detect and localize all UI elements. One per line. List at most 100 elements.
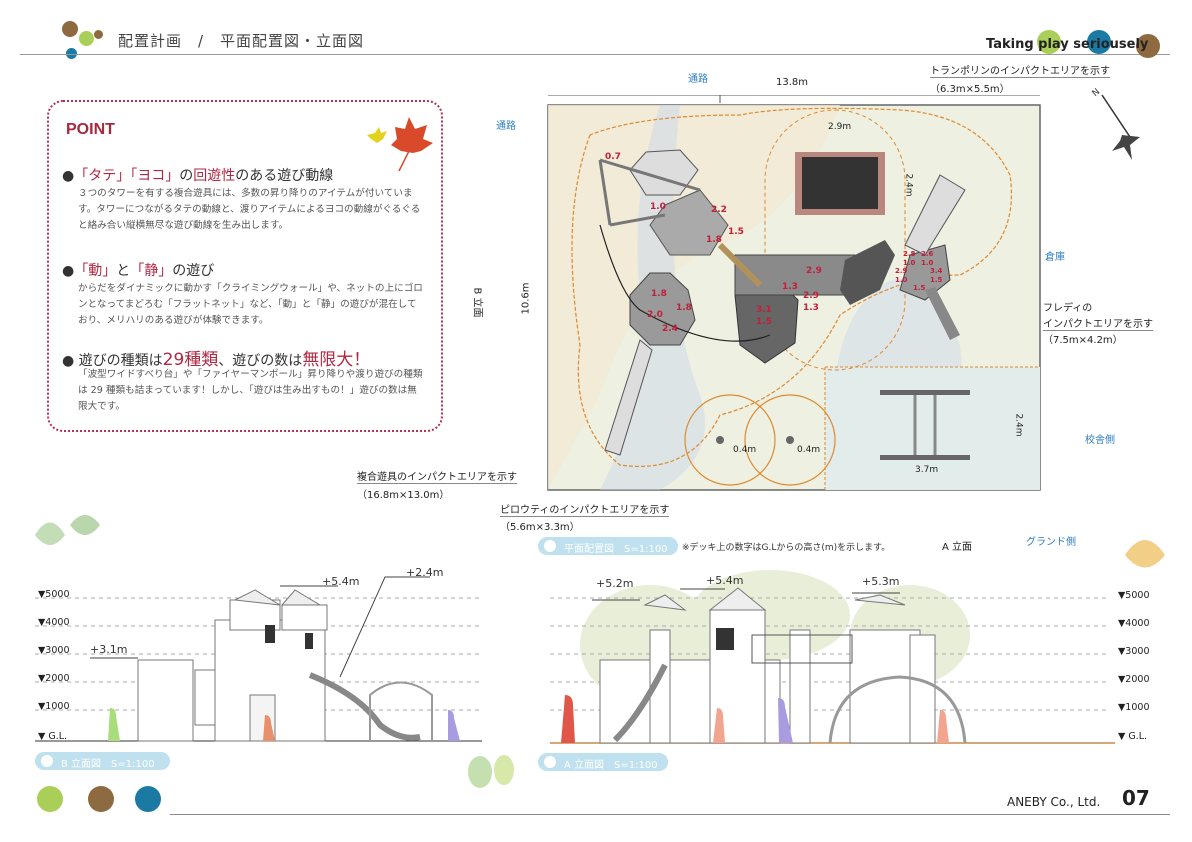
site-plan-drawing	[547, 95, 1041, 491]
level-5000: ▼5000	[1118, 590, 1150, 601]
level-1000: ▼1000	[1118, 702, 1150, 713]
point-heading-1: ●「タテ」「ヨコ」の回遊性のある遊び動線	[62, 168, 334, 184]
pirouetty-dim-1: 0.4m	[733, 445, 757, 455]
level-gl: ▼ G.L.	[1118, 731, 1148, 742]
level-3000: ▼3000	[38, 645, 70, 656]
heading-part: 29種類	[162, 350, 219, 370]
level-3000: ▼3000	[1118, 646, 1150, 657]
maple-leaf-icon	[367, 117, 433, 172]
deck-height: 1.0	[921, 259, 934, 267]
deck-height: 2.9	[806, 266, 822, 276]
point-title: POINT	[66, 121, 115, 138]
width-dimension: 13.8m	[776, 77, 809, 88]
freddy-size: （7.5m×4.2m）	[1043, 335, 1123, 346]
pirouetty-size: （5.6m×3.3m）	[500, 522, 580, 533]
level-5000: ▼5000	[38, 589, 70, 600]
heading-part: の	[179, 168, 194, 184]
deck-height: 1.8	[651, 289, 667, 299]
school-side-label: 校舎側	[1085, 435, 1115, 446]
heading-part: 「タテ」「ヨコ」	[74, 168, 180, 184]
deck-height: 0.7	[605, 152, 621, 162]
deck-height: 2.0	[647, 310, 663, 320]
a-elevation-marker: A 立面	[942, 542, 973, 553]
deck-height: 1.8	[676, 303, 692, 313]
height-label: +5.4m	[706, 574, 744, 587]
road-top-label: 通路	[688, 74, 708, 85]
tagline-dot-green	[1037, 30, 1061, 54]
level-4000: ▼4000	[38, 617, 70, 628]
trampoline-width-dim: 2.9m	[828, 122, 852, 132]
pirouetty-dim-2: 0.4m	[797, 445, 821, 455]
level-4000: ▼4000	[1118, 618, 1150, 629]
freddy-note-2: インパクトエリアを示す	[1043, 315, 1153, 331]
freddy-note-1: フレディの	[1043, 303, 1093, 314]
logo-dot-green	[79, 31, 94, 46]
trampoline-size: （6.3m×5.5m）	[930, 84, 1010, 95]
header-divider	[20, 54, 1170, 55]
plan-note: ※デッキ上の数字はG.Lからの高さ(m)を示します。	[682, 543, 891, 553]
company-name: ANEBY Co., Ltd.	[1007, 795, 1101, 809]
tagline: Taking play seriousely	[986, 37, 1149, 52]
heading-part: 遊びの種類は	[78, 353, 163, 369]
compass-icon	[1101, 94, 1140, 160]
leaf-icon	[35, 515, 100, 545]
heading-part: 、遊びの数は	[218, 353, 303, 369]
footer-dot-green	[37, 786, 63, 812]
trampoline-depth-dim: 2.4m	[903, 173, 914, 197]
deck-height: 1.5	[930, 276, 943, 284]
leaf-icon	[1125, 540, 1165, 568]
height-label: +2.4m	[406, 566, 444, 579]
trampoline-note: トランポリンのインパクトエリアを示す	[930, 62, 1110, 78]
tagline-dot-brown	[1136, 34, 1160, 58]
freddy-depth-dim: 2.4m	[1013, 413, 1024, 437]
tagline-dot-blue	[1087, 30, 1111, 54]
pirouetty-note: ピロウティのインパクトエリアを示す	[500, 501, 670, 517]
height-label: +3.1m	[90, 643, 128, 656]
heading-part: 「静」	[130, 263, 173, 279]
deck-height: 1.3	[782, 282, 798, 292]
deck-height: 1.8	[706, 235, 722, 245]
deck-height: 1.5	[728, 227, 744, 237]
leaf-icon	[468, 755, 514, 788]
deck-height: 1.3	[803, 303, 819, 313]
point-heading-2: ●「動」と「静」の遊び	[62, 263, 215, 279]
complex-note: 複合遊具のインパクトエリアを示す	[357, 468, 517, 484]
road-left-label: 通路	[496, 121, 516, 132]
point-body-3: 「波型ワイドすべり台」や「ファイヤーマンポール」昇り降りや渡り遊びの種類は 29…	[78, 369, 423, 412]
heading-part: のある遊び動線	[235, 168, 334, 184]
height-dimension: 10.6m	[520, 282, 532, 315]
level-gl: ▼ G.L.	[38, 731, 68, 742]
level-2000: ▼2000	[1118, 674, 1150, 685]
height-label: +5.4m	[322, 575, 360, 588]
deck-height: 3.4	[930, 267, 943, 275]
heading-part: 無限大！	[302, 350, 371, 370]
freddy-width-dim: 3.7m	[915, 465, 939, 475]
logo-dot-blue	[66, 48, 77, 59]
point-heading-3: ● 遊びの種類は29種類、遊びの数は無限大！	[62, 350, 371, 370]
deck-height: 1.5	[913, 284, 926, 292]
level-2000: ▼2000	[38, 673, 70, 684]
deck-height: 2.9	[803, 291, 819, 301]
page-number: 07	[1122, 786, 1150, 810]
point-body-2: からだをダイナミックに動かす「クライミングウォール」や、ネットの上にゴロンとなっ…	[78, 283, 423, 326]
elevation-b-caption: B 立面図 S=1:100	[35, 752, 170, 770]
deck-height: 2.2	[711, 205, 727, 215]
deck-height: 1.0	[903, 259, 916, 267]
point-box	[47, 100, 443, 432]
deck-height: 3.1	[756, 305, 772, 315]
plan-caption: 平面配置図 S=1:100	[538, 537, 678, 555]
complex-size: （16.8m×13.0m）	[357, 490, 450, 501]
deck-height: 1.0	[650, 202, 666, 212]
heading-part: の遊び	[172, 263, 215, 279]
deck-height: 1.5	[756, 317, 772, 327]
deck-height: 2.8	[903, 250, 916, 258]
heading-part: 「動」	[74, 263, 117, 279]
heading-part: と	[116, 263, 131, 279]
footer-divider	[170, 814, 1170, 815]
point-body-1: ３つのタワーを有する複合遊具には、多数の昇り降りのアイテムが付いています。タワー…	[78, 188, 421, 231]
logo-dot-brown	[62, 21, 78, 37]
heading-part: 回遊性	[193, 168, 236, 184]
elevation-b-drawing	[35, 576, 482, 742]
page-title: 配置計画 / 平面配置図・立面図	[118, 32, 365, 50]
height-label: +5.3m	[862, 575, 900, 588]
